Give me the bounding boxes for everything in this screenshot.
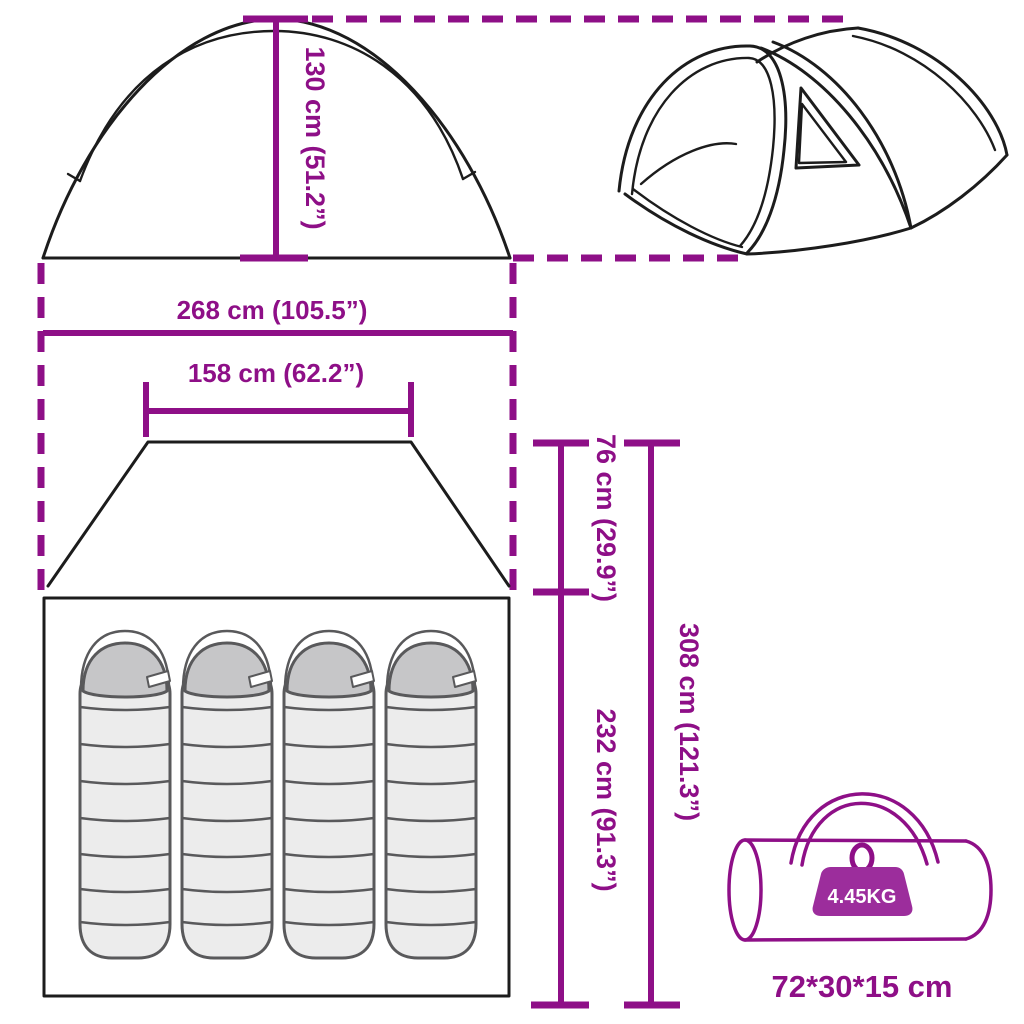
sleeping-bag-icon xyxy=(384,629,478,960)
sleeping-bag-icon xyxy=(282,629,376,960)
front-flysheet-line xyxy=(78,29,465,183)
bag-top-edge xyxy=(743,838,968,843)
bag-right-cap xyxy=(964,839,993,941)
inner-width-label: 158 cm (62.2”) xyxy=(188,358,364,388)
depth-measurements: 76 cm (29.9”) 232 cm (91.3”) 308 cm (121… xyxy=(531,434,704,1009)
window-outer-triangle xyxy=(794,86,861,170)
bag-bottom-edge xyxy=(743,937,968,942)
tent-floor-plan xyxy=(42,440,511,998)
fly-notch-left xyxy=(66,172,82,183)
vestibule-arch-inner xyxy=(630,56,776,248)
dome-top-right-inner xyxy=(851,34,997,152)
bag-left-cap xyxy=(727,838,763,942)
weight-icon: 4.45KG xyxy=(812,842,913,916)
weight-label: 4.45KG xyxy=(828,886,897,908)
window-inner-triangle xyxy=(797,102,848,165)
bag-handle-inner xyxy=(800,801,929,867)
middle-pole-inner xyxy=(771,40,913,230)
fly-notch-right xyxy=(461,170,477,181)
porch-ground-inner xyxy=(631,187,744,249)
sleeping-bag-icon xyxy=(180,629,274,960)
dome-lower-right-edge xyxy=(909,153,1009,230)
carry-bag-icon: 4.45KG 72*30*15 cm xyxy=(727,792,993,1004)
inner-tent-rectangle xyxy=(42,596,511,998)
porch-ground-outer xyxy=(623,192,749,256)
total-depth-label: 308 cm (121.3”) xyxy=(674,623,704,821)
door-floor-curve xyxy=(639,142,738,186)
dome-left-edge xyxy=(755,26,860,64)
front-measurements: 130 cm (51.2”) 268 cm (105.5”) 158 cm (6… xyxy=(37,15,853,595)
outer-width-label: 268 cm (105.5”) xyxy=(177,295,368,325)
vestibule-trapezoid xyxy=(46,440,511,588)
inner-depth-label: 232 cm (91.3”) xyxy=(591,708,621,891)
weight-body xyxy=(812,867,913,916)
bag-handle-outer xyxy=(789,792,940,865)
vestibule-depth-label: 76 cm (29.9”) xyxy=(591,434,621,602)
sleeping-bag-icon xyxy=(78,629,172,960)
vestibule-arch-outer xyxy=(617,44,788,255)
dome-top-right-edge xyxy=(856,26,1009,157)
package-size-label: 72*30*15 cm xyxy=(772,969,953,1004)
middle-pole-outer xyxy=(759,46,913,230)
height-label: 130 cm (51.2”) xyxy=(300,46,330,229)
ground-front-edge xyxy=(745,226,913,256)
tent-3d-icon xyxy=(617,26,1009,256)
